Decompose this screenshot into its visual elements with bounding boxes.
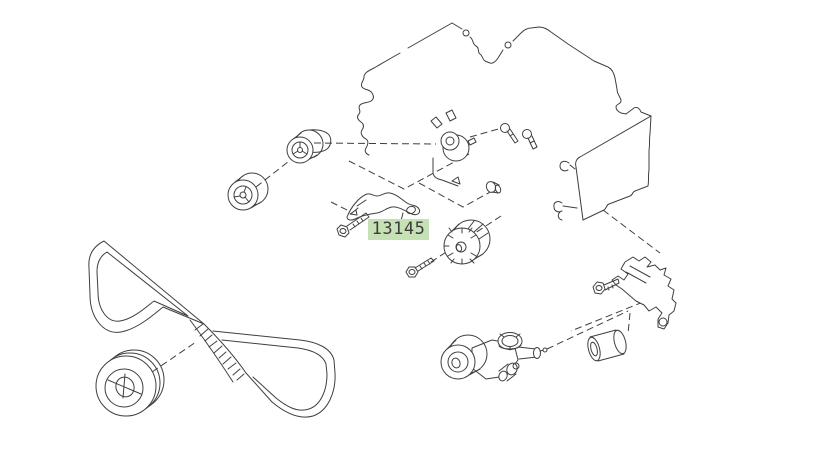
idler-pulley-upper (287, 130, 331, 163)
cogged-idler-pulley (444, 220, 490, 264)
bracket-hole (659, 318, 667, 326)
part-number-label[interactable]: 13145 (368, 219, 429, 240)
spacer-cylinder (586, 329, 629, 362)
bracket-bolt (593, 279, 619, 294)
water-pump (431, 110, 476, 186)
stud-pin (485, 180, 502, 193)
timing-belt (89, 241, 335, 417)
engine-bolt-hole-right (505, 42, 511, 48)
pump-plate (433, 158, 460, 186)
engine-block-outline (358, 23, 651, 155)
belt-teeth (195, 324, 244, 380)
engine-bolt-hole-left (463, 30, 469, 36)
panel-clip-upper (560, 161, 575, 170)
cog-teeth (444, 228, 476, 264)
small-bolt-pair (501, 124, 538, 150)
belt-tensioner-assembly (441, 333, 547, 383)
idler-pulley-left (228, 173, 268, 210)
part-13145-bracket-arm[interactable] (347, 193, 420, 221)
crankshaft-pulley (96, 350, 164, 416)
lower-bolt (406, 258, 434, 277)
tensioner-bracket (612, 257, 676, 329)
timing-cover-panel (554, 116, 651, 220)
panel-clip-lower (554, 202, 577, 220)
leader-lines (152, 128, 660, 372)
tensioner-rod (518, 347, 537, 359)
arm-bolt (337, 213, 369, 237)
